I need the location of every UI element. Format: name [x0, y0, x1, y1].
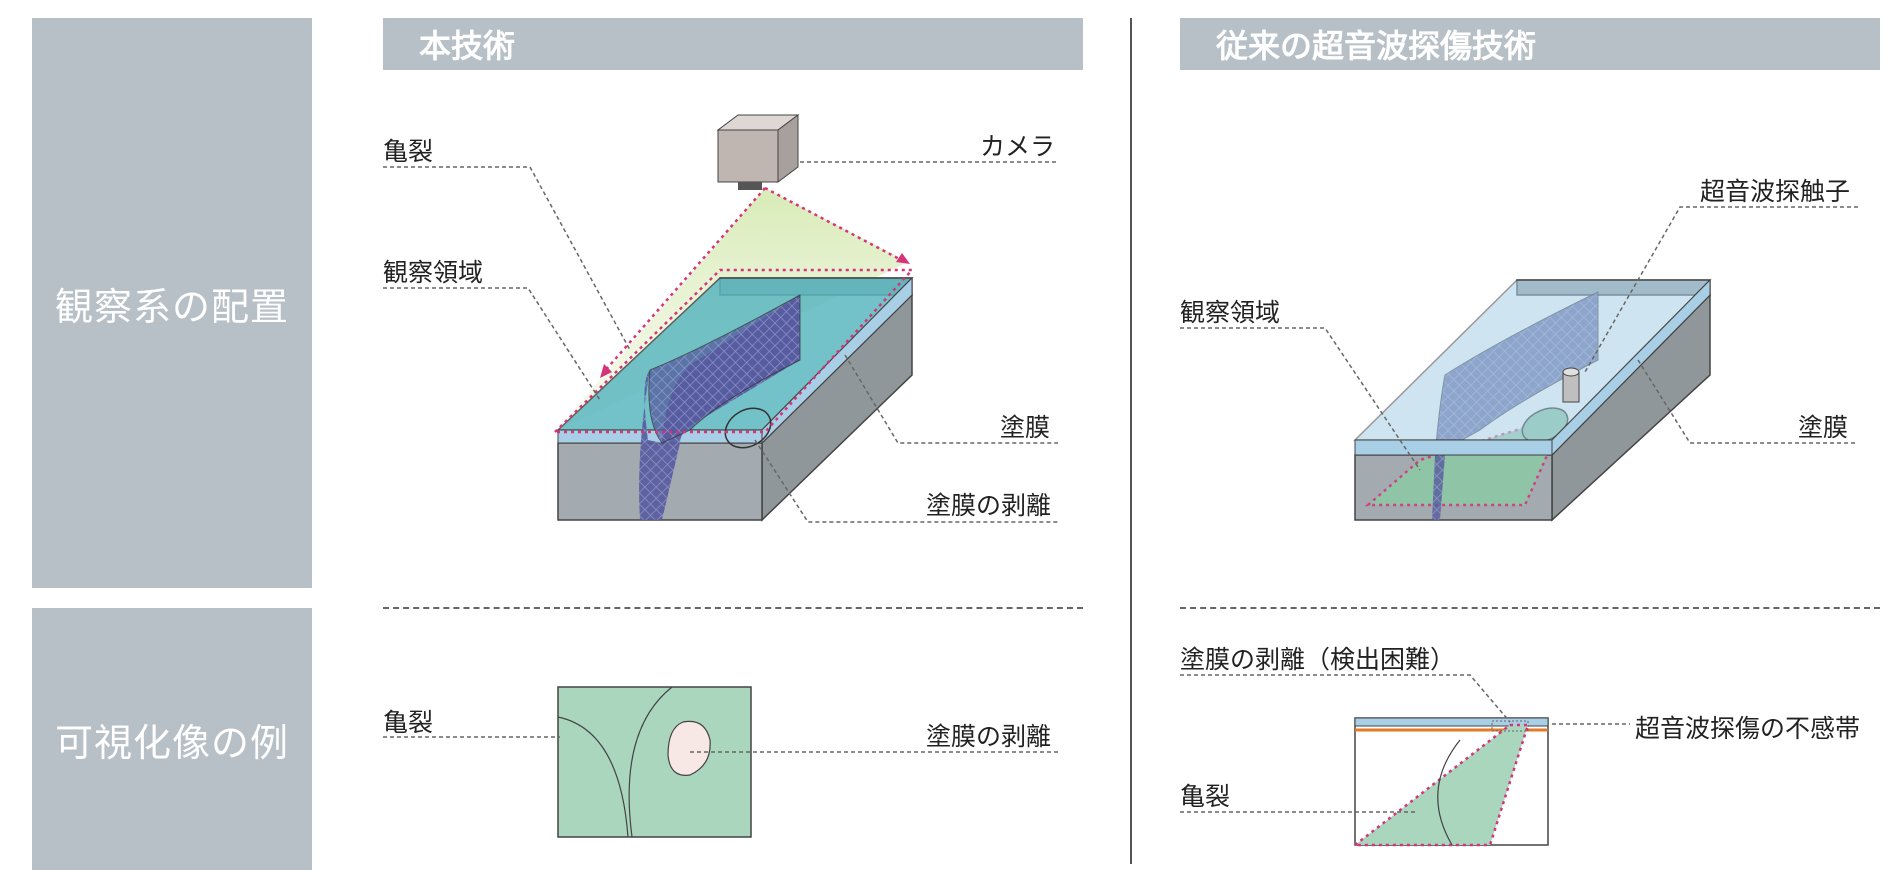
label-peeling-hard: 塗膜の剥離（検出困難）: [1180, 645, 1456, 674]
right-top-leaders: [1180, 206, 1858, 471]
column-header-left-text: 本技術: [419, 27, 516, 65]
right-bottom-leaders: [1180, 674, 1630, 813]
label-peeling: 塗膜の剥離: [926, 491, 1052, 520]
right-block-diagram: [1353, 278, 1712, 522]
left-camera-ray-right: [764, 186, 906, 264]
label-right-coating: 塗膜: [1798, 413, 1849, 442]
row-label-example: 可視化像の例: [32, 608, 312, 870]
label-crack: 亀裂: [383, 137, 434, 166]
right-visualization-beam: [1351, 723, 1530, 847]
row-label-example-text: 可視化像の例: [54, 720, 289, 765]
label-bottom-crack: 亀裂: [383, 708, 434, 737]
row-label-layout-text: 観察系の配置: [54, 284, 289, 329]
left-visualization-crack-line-1: [557, 716, 629, 838]
left-observation-area-outline: [551, 268, 915, 434]
column-header-left: 本技術: [383, 18, 1083, 70]
left-visualization-peeling-spot: [667, 720, 711, 776]
label-coating: 塗膜: [1000, 413, 1051, 442]
ultrasonic-probe-top: [1562, 367, 1580, 377]
left-top-leaders: [383, 161, 1058, 523]
left-ray-arrowhead-left: [600, 364, 612, 378]
row-divider-left: [383, 607, 1083, 609]
leader-probe: [1584, 206, 1858, 373]
column-header-right: 従来の超音波探傷技術: [1180, 18, 1880, 70]
left-peeling-region: [724, 407, 772, 449]
column-header-right-text: 従来の超音波探傷技術: [1216, 27, 1537, 65]
leader-observation-area: [383, 287, 601, 401]
row-divider-right: [1180, 607, 1880, 609]
right-crack-lower: [1432, 455, 1445, 520]
left-ray-arrowhead-right: [896, 253, 910, 264]
label-right-observation-area: 観察領域: [1180, 298, 1281, 327]
label-bottom-peeling: 塗膜の剥離: [926, 722, 1052, 751]
left-visualization-frame: [557, 686, 752, 838]
left-camera-ray-left: [602, 187, 766, 374]
right-visualization: [1351, 717, 1549, 847]
left-visualization: [557, 686, 752, 838]
left-visualization-crack-line-2: [628, 686, 673, 838]
right-block-coating-front: [1354, 439, 1553, 456]
left-bottom-leaders: [383, 736, 1058, 753]
row-label-layout: 観察系の配置: [32, 18, 312, 588]
column-divider: [1130, 18, 1132, 864]
leader-crack: [383, 166, 631, 351]
left-block-coating-side: [761, 276, 913, 445]
label-probe: 超音波探触子: [1700, 177, 1851, 206]
label-bottom-right-crack: 亀裂: [1180, 782, 1231, 811]
label-observation-area: 観察領域: [383, 258, 484, 287]
camera-lens: [738, 182, 762, 190]
right-visualization-crack-line: [1437, 739, 1461, 846]
camera-front: [717, 129, 779, 183]
label-camera: カメラ: [980, 132, 1056, 161]
label-dead-zone: 超音波探傷の不感帯: [1635, 714, 1861, 743]
left-block-diagram: [551, 114, 915, 522]
left-crack-sheet: [648, 294, 801, 444]
right-block-coating-side: [1551, 278, 1711, 457]
leader-peeling-hard: [1180, 674, 1511, 723]
